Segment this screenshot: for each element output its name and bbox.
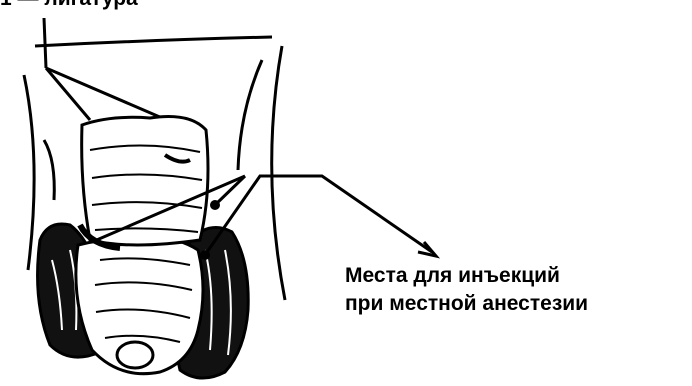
injection-pointer-2 [215,176,245,205]
caption-line-2: при местной анестезии [345,290,588,318]
right-contour-inner [238,60,262,170]
right-contour-outer [272,46,285,300]
injection-sites-caption: Места для инъекций при местной анестезии [345,262,588,318]
left-contour-inner [44,140,54,200]
top-pointer-line [44,18,46,68]
center-upper-lobe [82,117,208,246]
pointer-line-upper-1 [46,68,90,120]
injection-site-2 [210,200,220,210]
injection-site-1 [200,250,210,260]
tip-nodule [117,342,153,368]
caption-line-1: Места для инъекций [345,262,588,290]
top-line [35,37,272,46]
left-contour-outer [24,75,34,270]
